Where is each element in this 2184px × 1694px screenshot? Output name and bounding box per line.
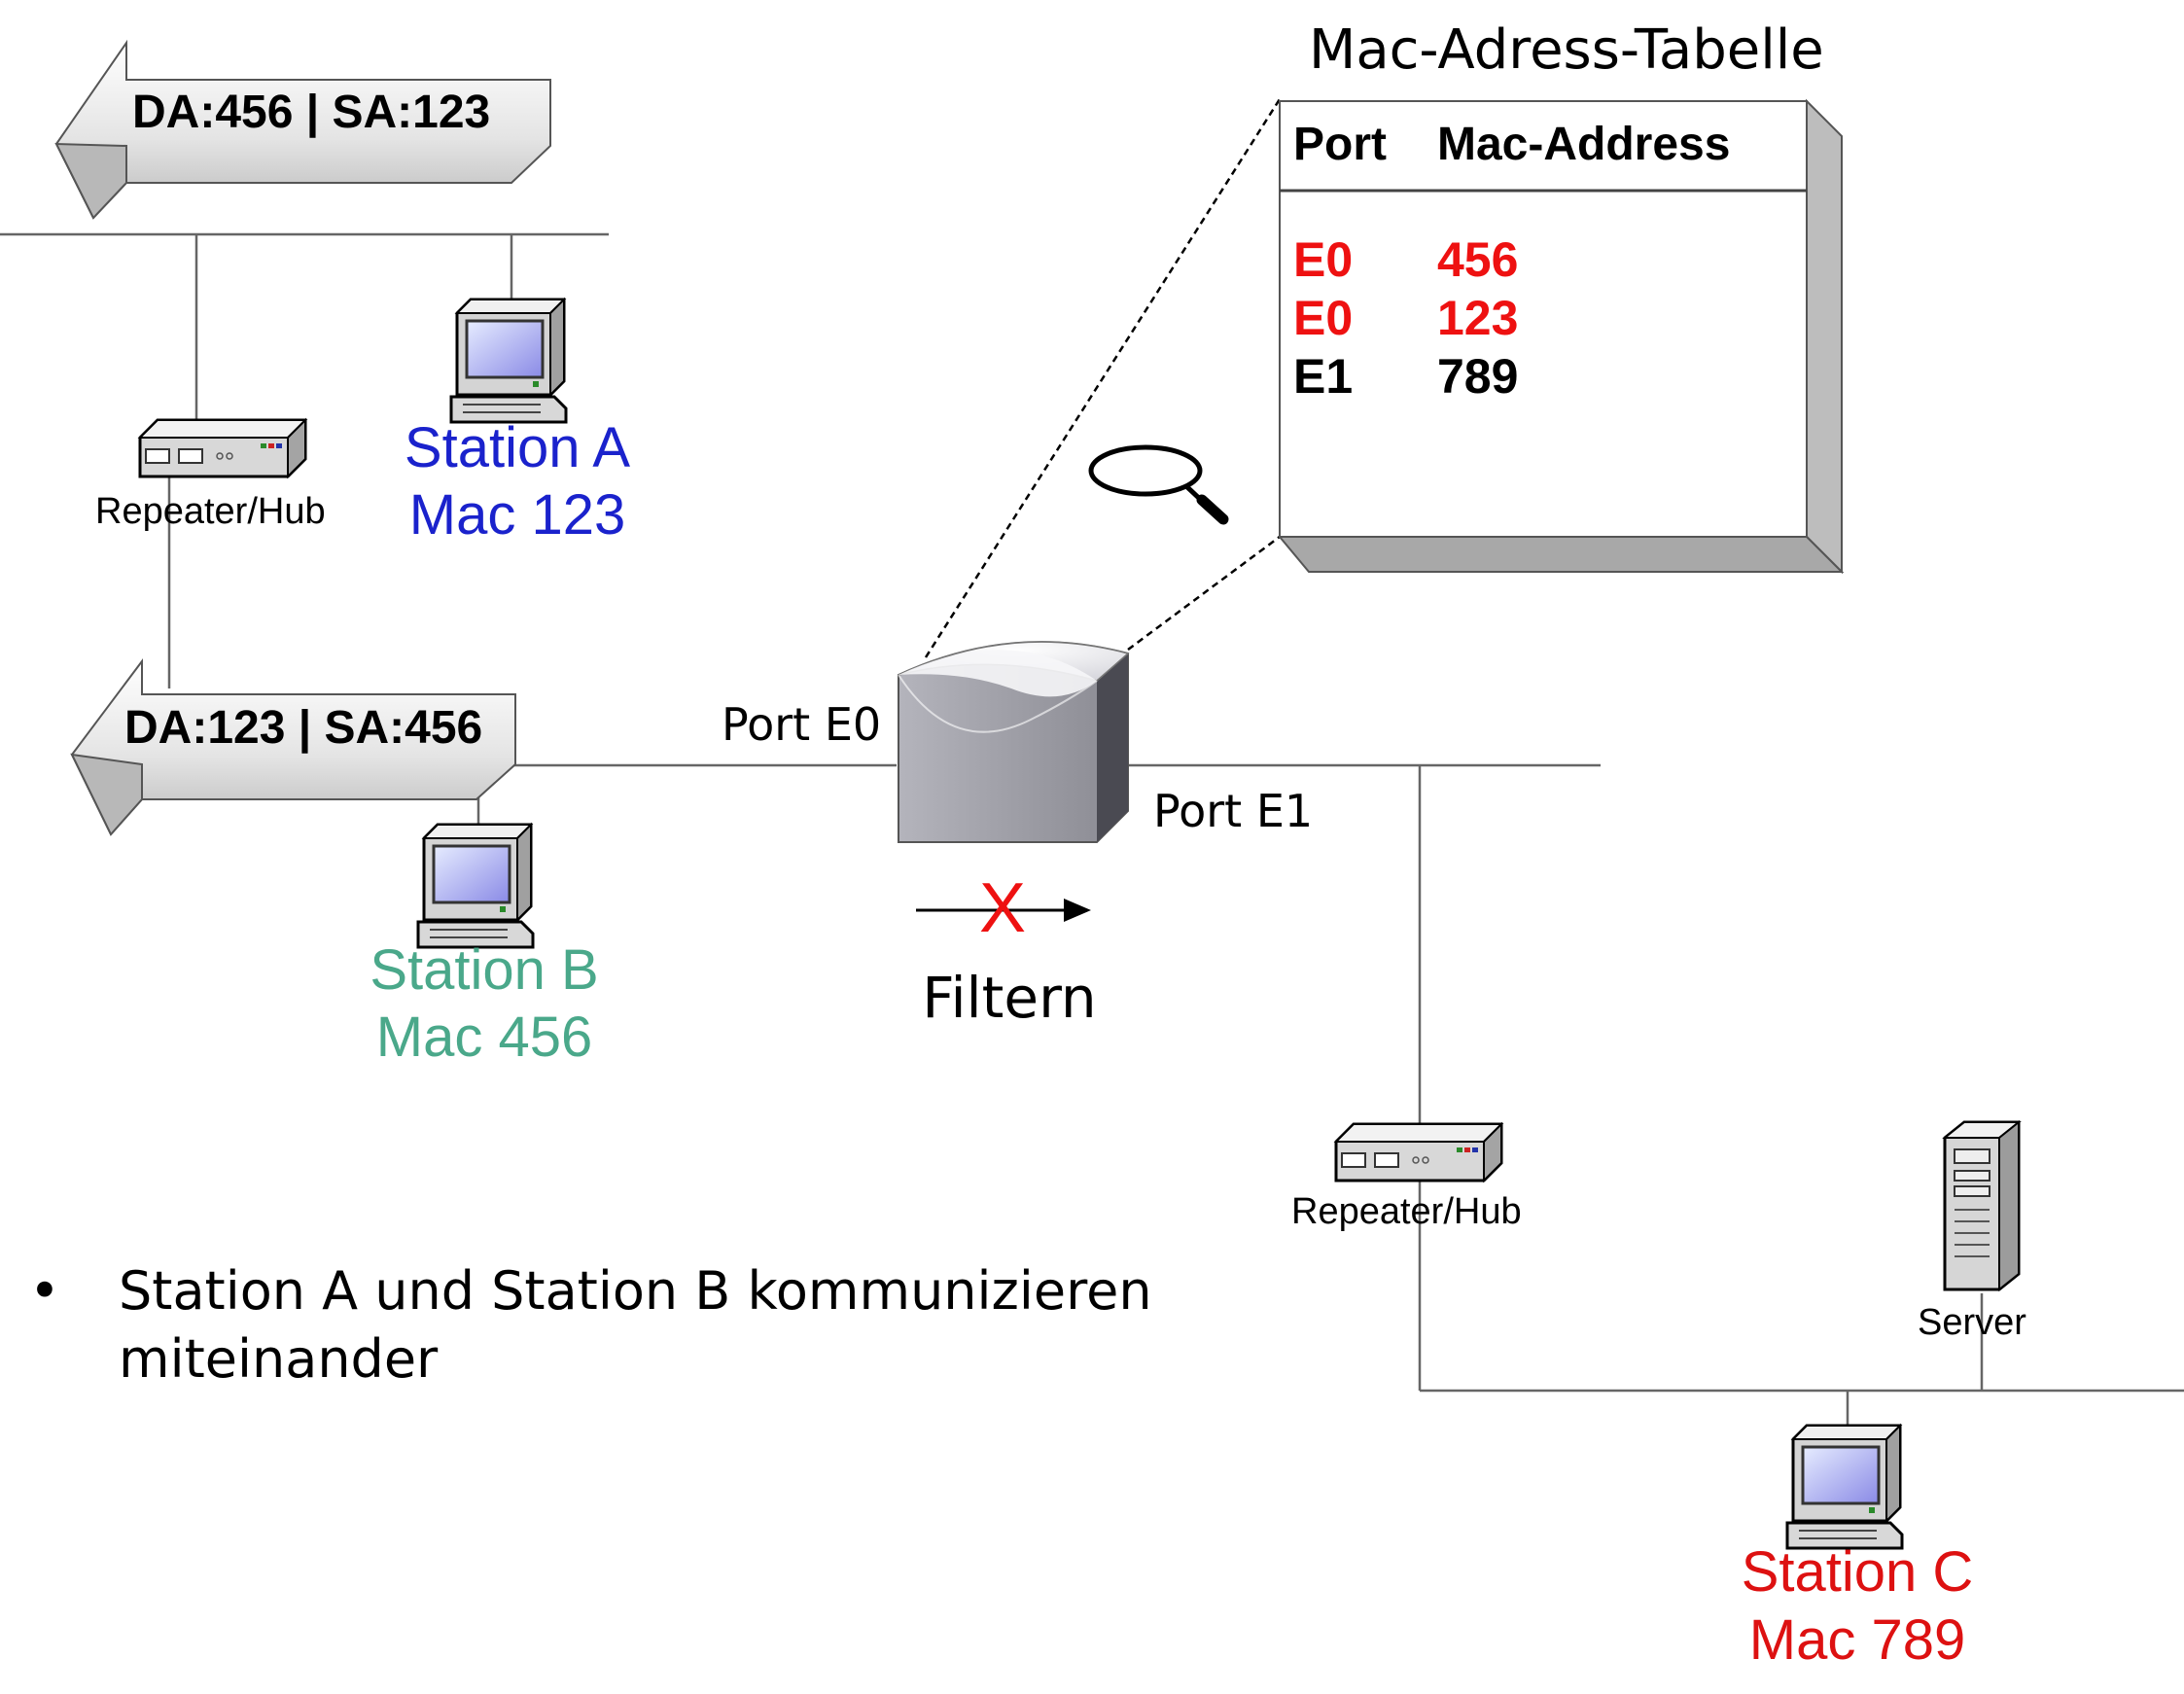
hub-right: Repeater/Hub xyxy=(1291,1122,1522,1232)
frame-arrow-top: DA:456 | SA:123 xyxy=(54,39,551,220)
zoom-lines xyxy=(924,98,1282,658)
table-row-1-mac: 456 xyxy=(1437,232,1518,287)
bullet-line-1: Station A und Station B kommunizieren xyxy=(119,1260,1152,1322)
station-a-mac: Mac 123 xyxy=(409,483,625,547)
frame-arrow-middle: DA:123 | SA:456 xyxy=(70,658,516,836)
table-row-3-mac: 789 xyxy=(1437,349,1518,404)
table-row-3-port: E1 xyxy=(1293,349,1353,404)
filter-arrow-head xyxy=(1064,899,1091,922)
filter-indicator: X Filtern xyxy=(916,869,1097,1031)
frame-label-top: DA:456 | SA:123 xyxy=(132,87,490,138)
switch-icon xyxy=(898,641,1130,843)
bullet-line-2: miteinander xyxy=(119,1328,439,1390)
computer-icon xyxy=(449,298,568,424)
table-shadow-right xyxy=(1806,98,1843,575)
station-a: Station A Mac 123 xyxy=(405,298,630,547)
station-b: Station B Mac 456 xyxy=(370,823,599,1069)
station-b-name: Station B xyxy=(370,938,598,1002)
mac-address-table: Mac-Adress-Tabelle Port Mac-Address E0 4… xyxy=(1277,18,1845,575)
server: Server xyxy=(1918,1119,2026,1343)
port-e0-label: Port E0 xyxy=(722,698,881,751)
frame-label-middle: DA:123 | SA:456 xyxy=(124,702,482,754)
mac-table-title: Mac-Adress-Tabelle xyxy=(1309,18,1824,82)
computer-icon xyxy=(1785,1424,1904,1550)
table-row-1-port: E0 xyxy=(1293,232,1353,287)
hub-left-label: Repeater/Hub xyxy=(95,491,326,532)
bullet-point: • Station A und Station B kommunizieren … xyxy=(29,1260,1152,1390)
table-row-2-port: E0 xyxy=(1293,291,1353,345)
computer-icon xyxy=(416,823,535,949)
station-b-mac: Mac 456 xyxy=(376,1006,592,1069)
bullet-symbol: • xyxy=(29,1260,60,1322)
switch: Port E0 Port E1 xyxy=(722,641,1313,843)
hub-left: Repeater/Hub xyxy=(95,418,326,532)
station-c-mac: Mac 789 xyxy=(1749,1608,1965,1672)
station-c: Station C Mac 789 xyxy=(1742,1424,1974,1672)
filter-label: Filtern xyxy=(922,965,1096,1031)
server-label: Server xyxy=(1918,1302,2026,1343)
station-a-name: Station A xyxy=(405,416,630,479)
server-icon xyxy=(1942,1119,2022,1292)
port-e1-label: Port E1 xyxy=(1153,785,1313,837)
hub-right-label: Repeater/Hub xyxy=(1291,1191,1522,1232)
station-c-name: Station C xyxy=(1742,1540,1974,1604)
hub-icon xyxy=(1334,1122,1503,1182)
table-body xyxy=(1279,100,1808,538)
hub-icon xyxy=(138,418,307,478)
table-header-mac: Mac-Address xyxy=(1437,119,1730,170)
magnifier-icon xyxy=(1088,444,1229,525)
table-shadow-bottom xyxy=(1277,536,1845,573)
table-row-2-mac: 123 xyxy=(1437,291,1518,345)
filter-x-mark: X xyxy=(979,869,1026,947)
table-header-port: Port xyxy=(1293,119,1387,170)
